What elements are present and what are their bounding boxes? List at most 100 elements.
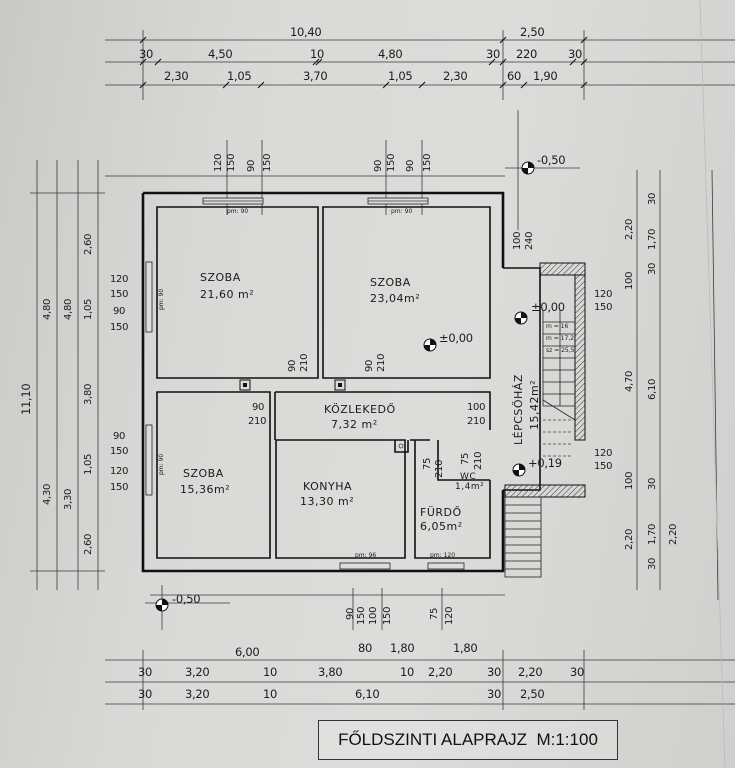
window-label: pm: 96 (355, 552, 376, 559)
dim-total-width: 10,40 (290, 25, 321, 39)
dim-bot-r1-7: 2,20 (518, 665, 542, 679)
dim-bot-r0-0: 6,00 (235, 645, 259, 659)
dim-win-tl-0: 120 (213, 154, 224, 172)
room-wc-area: 1,4m² (455, 482, 484, 492)
stair-step-height: m = 17,2 (546, 335, 574, 342)
right-dimension-chain: 2,20 100 4,70 100 2,20 30 1,70 30 6,10 3… (512, 169, 719, 601)
door-d3-w: 90 (252, 402, 264, 413)
left-dimension-chain: 11,10 4,80 4,30 4,80 3,30 2,60 1,05 3,80… (19, 160, 128, 590)
room-kozlekedo-area: 7,32 m² (331, 418, 378, 431)
dim-bot-win-3: 150 (382, 607, 393, 625)
room-konyha-area: 13,30 m² (300, 495, 354, 508)
dim-left-c3-0: 2,60 (83, 234, 94, 255)
dim-left-c2-1: 4,80 (63, 299, 74, 320)
dim-top-r1-3: 4,80 (378, 47, 402, 61)
window-bottom-kitchen: pm: 96 (339, 552, 391, 570)
level-markers: -0,50 ±0,00 ±0,00 +0,19 -0,50 (145, 110, 580, 630)
dim-top-r1-2: 10 (310, 47, 324, 61)
dim-left-c3-3: 1,05 (83, 454, 94, 475)
dim-right-c1-1: 100 (624, 272, 635, 290)
dim-bot-r2-3: 6,10 (355, 687, 379, 701)
dim-bot-r1-8: 30 (570, 665, 584, 679)
dim-bot-win-5: 120 (444, 607, 455, 625)
door-d5-w: 75 (422, 458, 433, 470)
window-label: pm: 90 (391, 208, 412, 215)
dim-top-r1-6: 30 (568, 47, 582, 61)
dim-bot-r2-0: 30 (138, 687, 152, 701)
door-d6-w: 75 (460, 453, 471, 465)
dim-win-tl-2: 90 (246, 160, 257, 172)
chimney-icon (243, 383, 247, 387)
dim-bot-r0-2: 1,80 (390, 641, 414, 655)
room-lepcsohaz-name: LÉPCSŐHÁZ (511, 374, 525, 445)
dim-bot-r1-3: 3,80 (318, 665, 342, 679)
dim-win-tr-2: 90 (405, 160, 416, 172)
dim-bot-r2-2: 10 (263, 687, 277, 701)
title-spacer (527, 730, 536, 750)
dim-win-tl-1: 150 (226, 154, 237, 172)
dim-right-win-l1: 150 (594, 461, 612, 472)
dim-bot-r1-6: 30 (487, 665, 501, 679)
room-furdo-name: FÜRDŐ (420, 505, 462, 519)
dim-left-win-l3: 150 (110, 482, 128, 493)
dim-left-win-u3: 150 (110, 322, 128, 333)
entry-steps (504, 496, 542, 578)
window-label: pm: 90 (158, 454, 165, 475)
dim-right-c2-2: 30 (647, 263, 658, 275)
level-value: -0,50 (537, 153, 565, 167)
level-marker-landing: +0,19 (512, 456, 562, 477)
dim-right-c2-3: 6,10 (647, 379, 658, 400)
dim-right-c2-6: 30 (647, 558, 658, 570)
dim-win-tr-0: 90 (373, 160, 384, 172)
dim-bot-win-1: 150 (356, 607, 367, 625)
dim-right-c1-4: 2,20 (624, 529, 635, 550)
dim-left-c2-3: 3,30 (63, 489, 74, 510)
room-kozlekedo-name: KÖZLEKEDŐ (324, 402, 396, 416)
window-top-left: pm: 90 (202, 197, 264, 215)
door-d4-h: 210 (467, 416, 485, 427)
building-outline (141, 191, 505, 573)
window-label: pm: 90 (158, 289, 165, 310)
dim-bot-r2-1: 3,20 (185, 687, 209, 701)
dim-left-c3-2: 3,80 (83, 384, 94, 405)
level-marker-bottom-left: -0,50 (145, 585, 230, 630)
dim-top-r1-5: 220 (516, 47, 537, 61)
windows: pm: 90 pm: 90 pm: 90 pm: 90 pm: 96 pm: 1… (145, 197, 465, 570)
room-szoba2-name: SZOBA (370, 276, 411, 289)
top-dimension-chain: 10,40 2,50 30 4,50 10 4,80 30 220 30 2,3… (105, 25, 735, 100)
dim-left-win-u1: 150 (110, 289, 128, 300)
room-lepcsohaz-area: 15,42m² (528, 380, 541, 430)
dim-bot-win-0: 90 (345, 608, 356, 620)
drawing-title-block: FŐLDSZINTI ALAPRAJZ M:1:100 (318, 720, 618, 760)
room-szoba1-area: 21,60 m² (200, 288, 254, 301)
dim-left-win-u2: 90 (113, 306, 125, 317)
dim-stair-width: 2,50 (520, 25, 544, 39)
dim-top-r2-6: 1,90 (533, 69, 557, 83)
dim-left-win-u0: 120 (110, 274, 128, 285)
door-d2-h: 210 (376, 354, 387, 372)
page-edge (699, 0, 726, 768)
dim-right-c1-0: 2,20 (624, 219, 635, 240)
room-szoba1-name: SZOBA (200, 271, 241, 284)
dim-left-win-l2: 120 (110, 466, 128, 477)
drawing-scale: M:1:100 (536, 730, 598, 749)
door-d3-h: 210 (248, 416, 266, 427)
dim-right-c2-1: 1,70 (647, 229, 658, 250)
dim-right-c2-4: 30 (647, 478, 658, 490)
window-top-right: pm: 90 (367, 197, 429, 215)
level-value: ±0,00 (531, 300, 565, 314)
dim-left-c1-1: 4,80 (42, 299, 53, 320)
level-value: ±0,00 (439, 331, 473, 345)
level-marker-entry: ±0,00 (514, 300, 565, 325)
dim-bot-r2-4: 30 (487, 687, 501, 701)
window-left-upper: pm: 90 (145, 261, 165, 333)
stair-step-count: m = 16 (546, 323, 569, 330)
room-labels: SZOBA 21,60 m² SZOBA 23,04m² SZOBA 15,36… (180, 271, 541, 533)
level-marker-szoba2: ±0,00 (423, 331, 473, 352)
room-szoba3-area: 15,36m² (180, 483, 230, 496)
door-d2-w: 90 (364, 360, 375, 372)
chimney-icon (239, 379, 251, 391)
door-d6-h: 210 (473, 452, 484, 470)
dim-bot-r0-3: 1,80 (453, 641, 477, 655)
